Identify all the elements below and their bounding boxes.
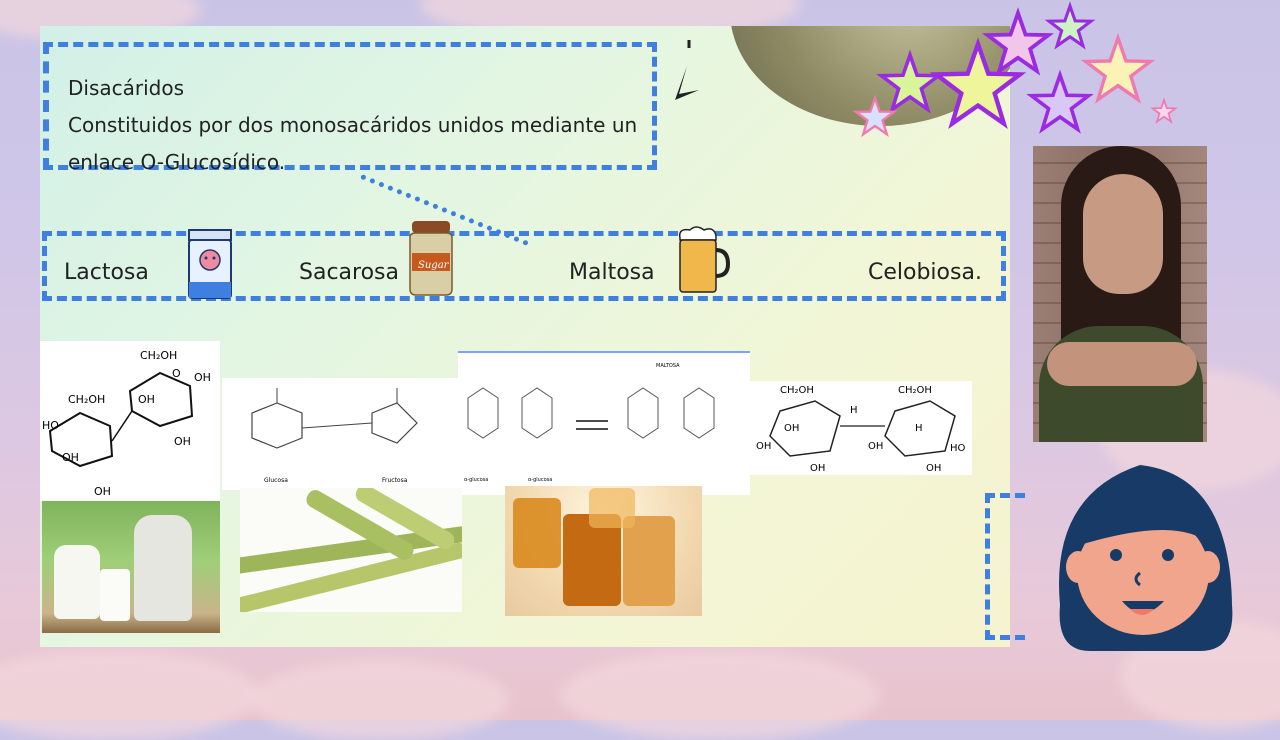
lactose-text: HO	[42, 419, 59, 432]
cellobiose-text: OH	[868, 441, 883, 452]
definition-line-2: enlace O-Glucosídico.	[68, 150, 286, 174]
cellobiose-text: OH	[784, 423, 799, 434]
slide: Disacáridos Constituidos por dos monosac…	[40, 26, 1010, 647]
cellobiose-text: H	[850, 405, 858, 416]
presenter-hands	[1047, 342, 1197, 386]
title-text: Disacáridos Constituidos por dos monosac…	[68, 70, 637, 181]
milk-carton-icon	[188, 229, 232, 299]
sucrose-text: Fructosa	[382, 477, 408, 484]
lactose-text: CH₂OH	[68, 393, 105, 406]
slide-title: Disacáridos	[68, 76, 185, 100]
cellobiose-text: OH	[756, 441, 771, 452]
lactose-structure-image: CH₂OH CH₂OH OH O HO OH OH OH OH	[40, 341, 220, 501]
maltose-text: α-glucosa	[464, 477, 488, 483]
presenter-face	[1083, 174, 1163, 294]
beer-photo	[505, 486, 702, 616]
cellobiose-text: CH₂OH	[898, 385, 932, 396]
maltose-structure-image: MALTOSA α-glucosa α-glucosa	[458, 351, 750, 495]
cellobiose-text: OH	[810, 463, 825, 474]
sucrose-text: Glucosa	[264, 477, 288, 484]
sucrose-structure-image: Glucosa Fructosa	[222, 378, 460, 490]
milk-photo	[42, 501, 220, 633]
stars-decoration-icon	[850, 0, 1180, 145]
background-cloud	[560, 650, 880, 740]
label-maltosa: Maltosa	[569, 260, 655, 285]
cellobiose-text: H	[915, 423, 923, 434]
lactose-text: OH	[194, 371, 211, 384]
lactose-text: OH	[62, 451, 79, 464]
cellobiose-text: CH₂OH	[780, 385, 814, 396]
definition-line-1: Constituidos por dos monosacáridos unido…	[68, 113, 638, 137]
webcam-feed	[1033, 146, 1207, 442]
label-sacarosa: Sacarosa	[299, 260, 399, 285]
background-cloud	[0, 650, 260, 740]
callout-arrow-icon	[675, 40, 699, 100]
label-celobiosa: Celobiosa.	[868, 260, 982, 285]
lactose-text: OH	[174, 435, 191, 448]
lactose-text: O	[172, 367, 181, 380]
lactose-text: OH	[138, 393, 155, 406]
sugarcane-photo	[240, 488, 462, 612]
sugar-jar-icon	[409, 221, 453, 296]
background-cloud	[250, 660, 510, 740]
title-box	[43, 42, 657, 170]
maltose-text: α-glucosa	[528, 477, 552, 483]
cellobiose-structure-image: CH₂OH CH₂OH OH OH OH OH HO OH H H	[750, 381, 972, 475]
lactose-text: CH₂OH	[140, 349, 177, 362]
disaccharide-list-box	[42, 231, 1006, 301]
cartoon-avatar-icon	[1059, 465, 1233, 651]
beer-mug-icon	[678, 226, 730, 293]
label-lactosa: Lactosa	[64, 260, 149, 285]
sugar-jar-label: Sugar	[418, 260, 449, 271]
cellobiose-text: HO	[950, 443, 966, 454]
partial-dashed-box	[985, 493, 1025, 640]
maltose-text: MALTOSA	[656, 363, 680, 369]
cellobiose-text: OH	[926, 463, 941, 474]
lactose-text: OH	[94, 485, 111, 498]
